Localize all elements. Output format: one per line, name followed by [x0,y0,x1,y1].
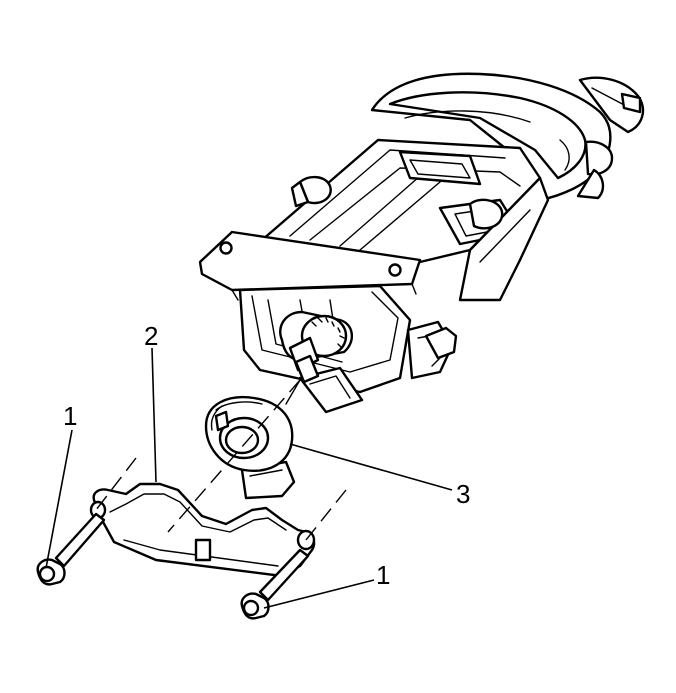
callout-2: 2 [144,321,159,351]
column-upper-housing [370,72,645,202]
leader-2 [151,347,157,483]
column-frame [198,138,550,414]
leader-1-lower [263,579,375,609]
bolt-upper [36,512,106,586]
leader-3 [289,443,453,491]
trim-cover [89,482,316,578]
callout-1-upper: 1 [63,401,78,431]
leader-lines [45,347,453,609]
assembly-centerlines [95,379,347,541]
steering-shaft [279,310,353,405]
ring-component [204,395,296,500]
bolt-lower [240,548,310,620]
callout-3: 3 [456,479,471,509]
callout-1-lower: 1 [376,560,391,590]
leader-1-upper [45,429,73,569]
